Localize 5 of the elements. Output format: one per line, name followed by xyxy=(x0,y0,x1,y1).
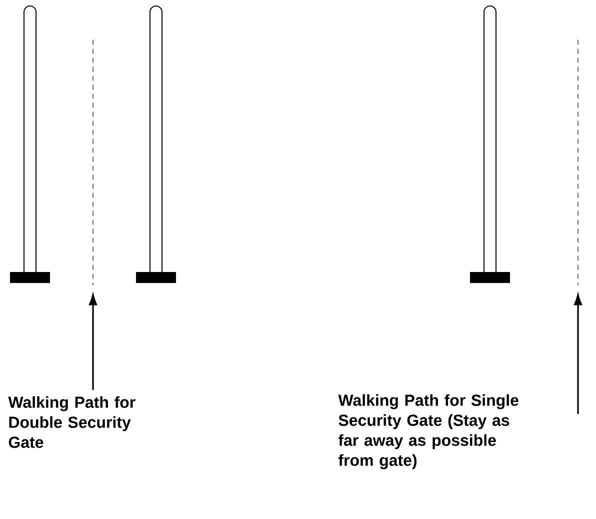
dashed-path-line xyxy=(92,40,94,286)
arrow xyxy=(574,294,582,414)
path-label: Walking Path for Double Security Gate xyxy=(8,396,136,448)
path-label: Walking Path for Single Security Gate (Stay as far away as possible from gate) xyxy=(338,394,518,470)
arrow xyxy=(89,294,97,390)
